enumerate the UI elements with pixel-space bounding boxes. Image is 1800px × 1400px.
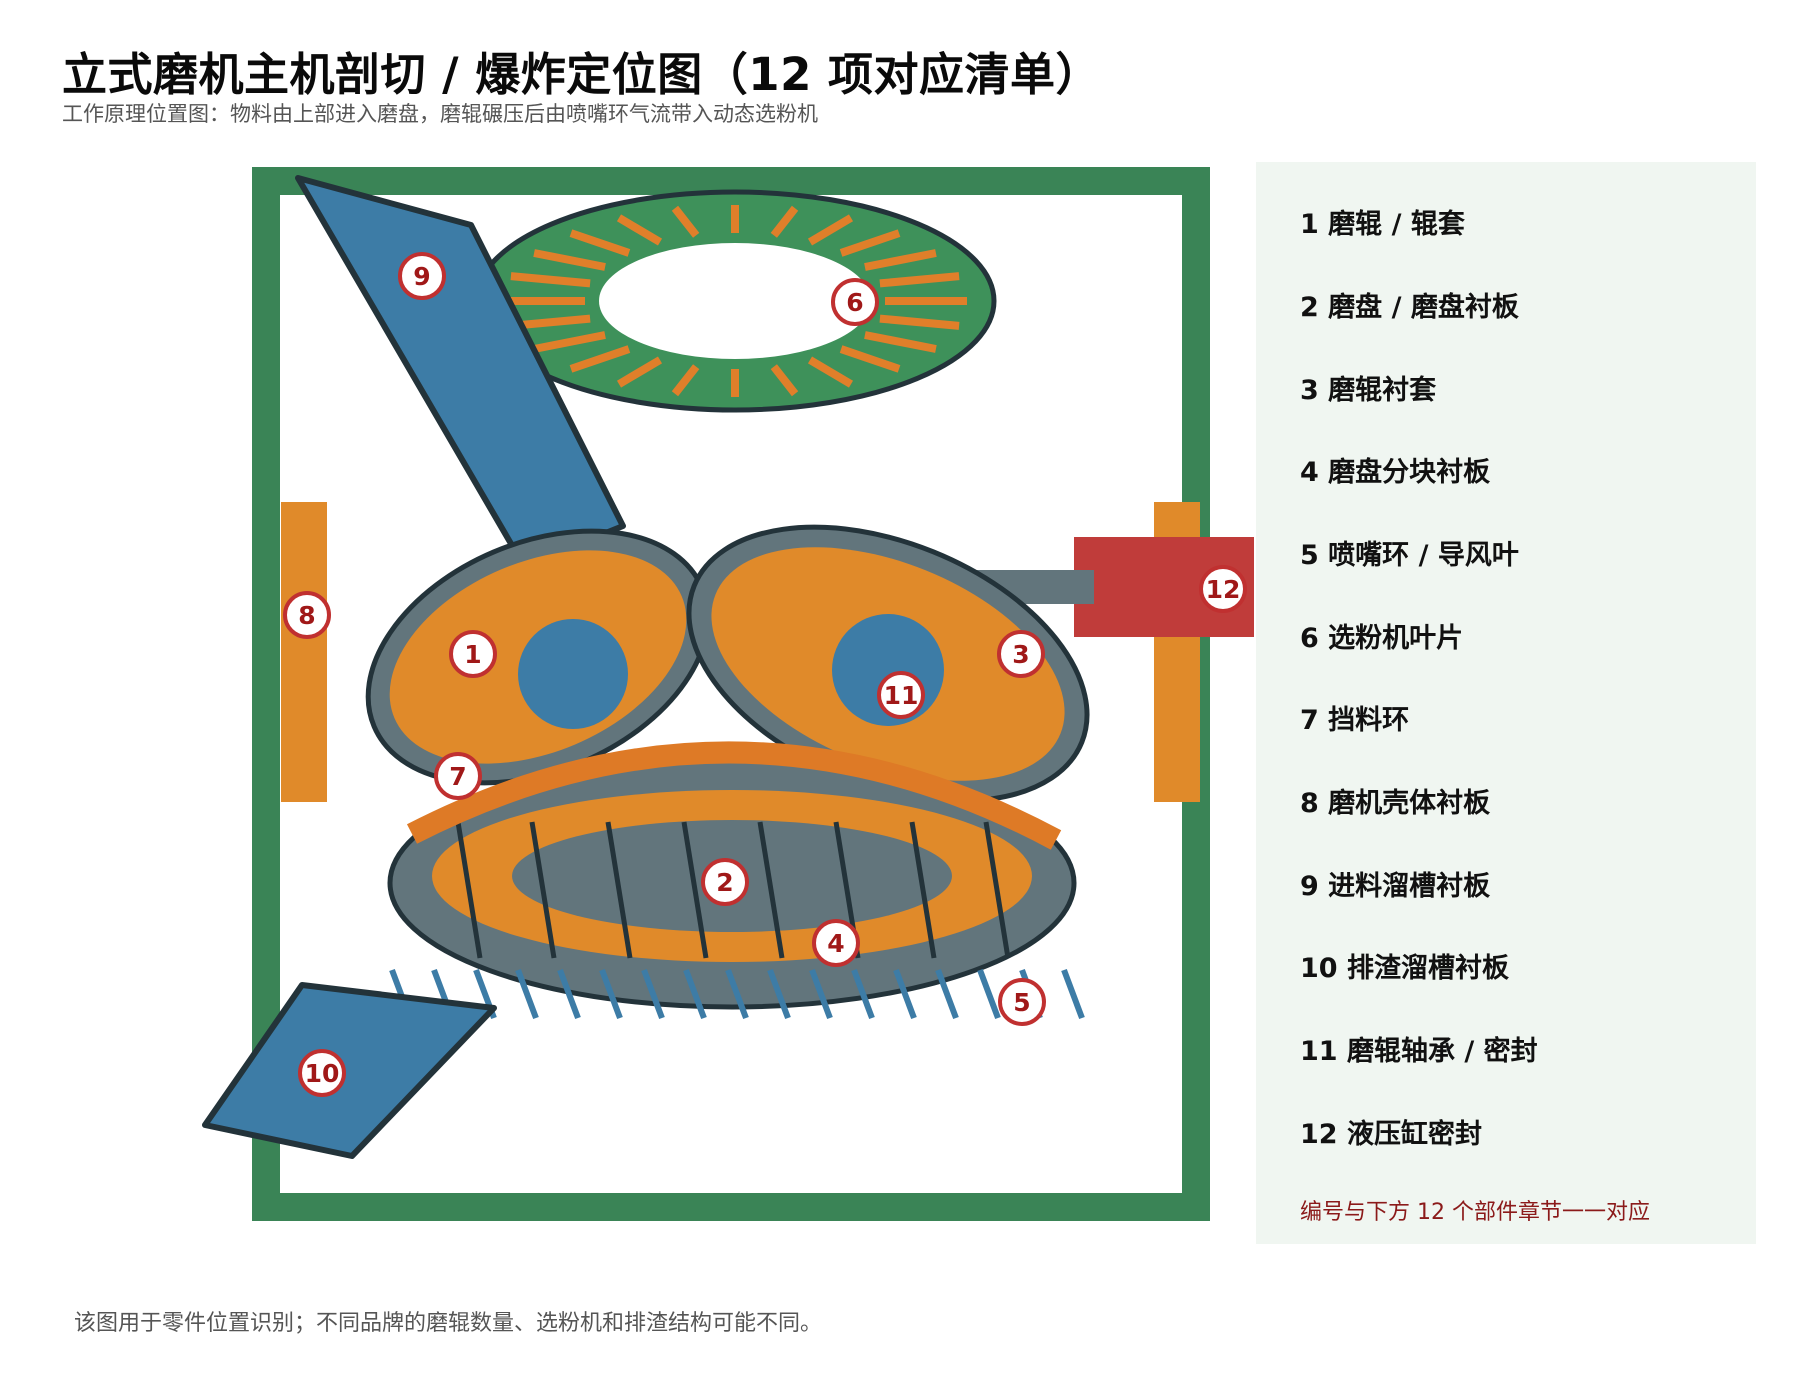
legend-item-7: 7 挡料环 (1300, 705, 1410, 736)
svg-text:8: 8 (298, 601, 315, 630)
part-legend: 1 磨辊 / 辊套 2 磨盘 / 磨盘衬板 3 磨辊衬套 4 磨盘分块衬板 5 … (1256, 162, 1756, 1244)
svg-text:11: 11 (884, 681, 919, 710)
legend-item-1: 1 磨辊 / 辊套 (1300, 209, 1465, 240)
svg-text:4: 4 (827, 929, 844, 958)
separator-blade (807, 356, 854, 388)
separator-blade (569, 229, 631, 257)
callout-2: 2 (701, 858, 749, 906)
svg-text:2: 2 (716, 868, 733, 897)
callout-3: 3 (997, 630, 1045, 678)
svg-text:12: 12 (1206, 575, 1241, 604)
legend-item-9: 9 进料溜槽衬板 (1300, 871, 1491, 902)
page-subtitle: 工作原理位置图：物料由上部进入磨盘，磨辊碾压后由喷嘴环气流带入动态选粉机 (62, 102, 818, 126)
callout-11: 11 (877, 671, 925, 719)
separator-blade (839, 345, 901, 373)
callout-10: 10 (298, 1049, 346, 1097)
footnote: 该图用于零件位置识别；不同品牌的磨辊数量、选粉机和排渣结构可能不同。 (74, 1311, 823, 1336)
callout-5: 5 (998, 978, 1046, 1026)
separator-blade (616, 356, 663, 388)
separator-blade (671, 205, 700, 238)
nozzle-vane (641, 968, 665, 1020)
table-liner-line (757, 821, 785, 959)
roller-right (686, 524, 1090, 804)
nozzle-vane (935, 968, 959, 1020)
table-liner-line (455, 821, 483, 959)
svg-text:10: 10 (305, 1059, 340, 1088)
table-liner-segments (455, 821, 1011, 959)
dam-ring (406, 741, 1062, 850)
legend-item-10: 10 排渣溜槽衬板 (1300, 953, 1509, 984)
separator-blade (770, 364, 799, 397)
page-title: 立式磨机主机剖切 / 爆炸定位图（12 项对应清单） (62, 48, 1102, 101)
callout-9: 9 (398, 252, 446, 300)
separator-blade (510, 272, 591, 288)
nozzle-vane (1061, 968, 1085, 1020)
dynamic-separator (473, 189, 997, 413)
roller-left (365, 528, 711, 786)
legend-item-5: 5 喷嘴环 / 导风叶 (1300, 540, 1519, 571)
legend-item-11: 11 磨辊轴承 / 密封 (1300, 1036, 1538, 1067)
separator-blade (533, 249, 606, 271)
nozzle-vane (893, 968, 917, 1020)
nozzle-vane (851, 968, 875, 1020)
table-liner-line (681, 821, 709, 959)
separator-blade (864, 249, 937, 271)
separator-blade (671, 364, 700, 397)
nozzle-vane (557, 968, 581, 1020)
table-liner-line (605, 821, 633, 959)
svg-text:9: 9 (413, 262, 430, 291)
table-liner-line (909, 821, 937, 959)
nozzle-vane (809, 968, 833, 1020)
separator-blade (864, 331, 937, 353)
reject-chute (202, 982, 497, 1159)
separator-blade (569, 345, 631, 373)
legend-item-2: 2 磨盘 / 磨盘衬板 (1300, 292, 1519, 323)
legend-item-6: 6 选粉机叶片 (1300, 623, 1464, 654)
nozzle-vane (767, 968, 791, 1020)
shell-liner-left (281, 502, 327, 802)
callout-1: 1 (449, 630, 497, 678)
legend-note: 编号与下方 12 个部件章节一一对应 (1300, 1200, 1650, 1225)
separator-blade (879, 314, 960, 330)
separator-blade (616, 214, 663, 246)
separator-blade (879, 272, 960, 288)
nozzle-vane (977, 968, 1001, 1020)
legend-item-4: 4 磨盘分块衬板 (1300, 457, 1491, 488)
callout-7: 7 (434, 752, 482, 800)
nozzle-vane (683, 968, 707, 1020)
legend-item-12: 12 液压缸密封 (1300, 1119, 1482, 1150)
nozzle-vane (725, 968, 749, 1020)
callout-6: 6 (831, 278, 879, 326)
nozzle-vane (515, 968, 539, 1020)
svg-text:6: 6 (846, 288, 863, 317)
svg-text:7: 7 (449, 762, 466, 791)
nozzle-vane (599, 968, 623, 1020)
legend-item-8: 8 磨机壳体衬板 (1300, 788, 1491, 819)
svg-text:3: 3 (1012, 640, 1029, 669)
separator-blade (839, 229, 901, 257)
callout-4: 4 (812, 919, 860, 967)
callout-8: 8 (283, 591, 331, 639)
svg-text:1: 1 (464, 640, 481, 669)
separator-blade (770, 205, 799, 238)
feed-chute (295, 175, 626, 569)
table-liner-line (529, 821, 557, 959)
table-liner-line (983, 821, 1011, 959)
separator-blade (807, 214, 854, 246)
separator-blades (503, 205, 967, 397)
legend-item-3: 3 磨辊衬套 (1300, 375, 1437, 406)
svg-text:5: 5 (1013, 988, 1030, 1017)
separator-blade (533, 331, 606, 353)
callout-12: 12 (1199, 565, 1247, 613)
